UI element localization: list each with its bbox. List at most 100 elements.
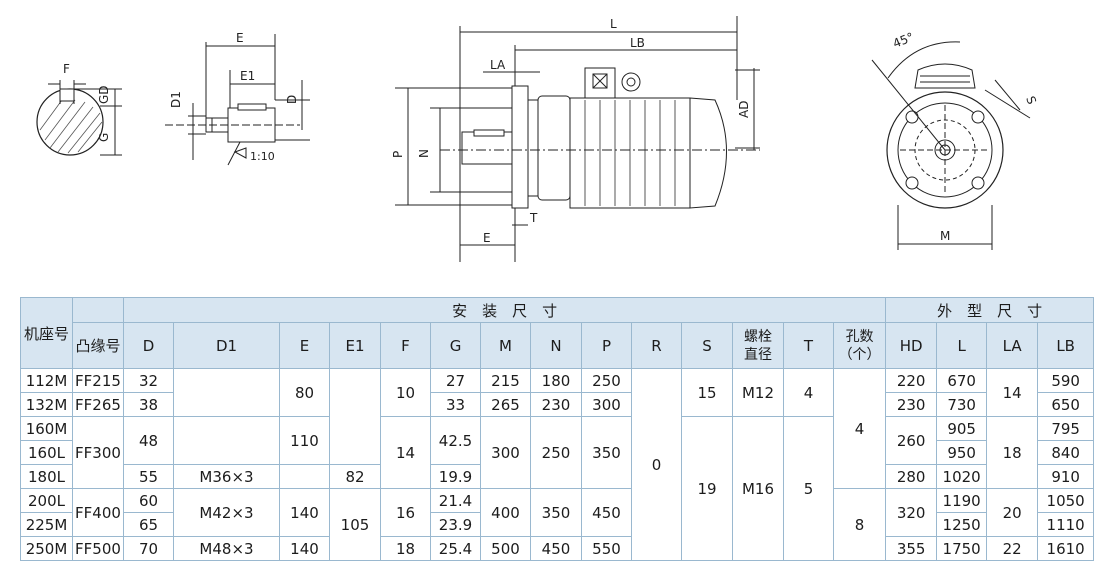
th-R: R [631, 322, 682, 369]
label-F: F [63, 62, 70, 76]
header-row-groups: 机座号 安 装 尺 寸 外 型 尺 寸 [20, 297, 1095, 369]
cell-flange: FF265 [72, 392, 124, 417]
cell-LB: 590 [1037, 368, 1095, 393]
label-E1: E1 [240, 69, 255, 83]
cell-bolt: M12 [732, 368, 784, 417]
th-holes: 孔数（个） [832, 322, 887, 369]
cell-D: 65 [123, 512, 174, 537]
label-D: D [285, 95, 299, 104]
cell-N: 180 [530, 368, 582, 393]
cell-E: 140 [279, 536, 330, 561]
cell-S: 15 [681, 368, 733, 417]
cell-P: 300 [581, 392, 632, 417]
cell-D: 60 [123, 488, 174, 513]
cell-N: 450 [530, 536, 582, 561]
th-E1: E1 [329, 322, 381, 369]
cell-frame: 132M [20, 392, 73, 417]
cell-L: 1020 [936, 464, 988, 489]
cell-HD: 355 [885, 536, 938, 561]
th-blank [72, 297, 124, 323]
label-P: P [391, 151, 405, 158]
motor-side-view-drawing: L LB LA AD P N [391, 16, 760, 262]
table-row: 180L 55 M36×3 82 19.9 280 1020 910 [20, 464, 1095, 489]
cell-D1-empty [173, 416, 280, 465]
cell-holes: 4 [832, 368, 887, 489]
cell-N: 250 [530, 416, 582, 489]
cell-R: 0 [631, 368, 682, 561]
label-taper: 1:10 [250, 150, 275, 163]
table-row: 132M FF265 38 33 265 230 300 230 730 650 [20, 392, 1095, 417]
cell-D: 48 [123, 416, 174, 465]
label-AD: AD [737, 101, 751, 118]
cell-HD: 260 [885, 416, 938, 465]
cell-N: 350 [530, 488, 582, 537]
cell-LB: 1110 [1037, 512, 1095, 537]
cell-L: 905 [936, 416, 988, 441]
cell-M: 300 [480, 416, 531, 489]
cell-S: 19 [681, 416, 733, 561]
cell-M: 400 [480, 488, 531, 537]
cell-L: 670 [936, 368, 988, 393]
th-bolt-line2: 直径 [744, 346, 772, 363]
cell-LB: 840 [1037, 440, 1095, 465]
cell-flange: FF300 [72, 416, 124, 489]
cell-E-empty [279, 464, 330, 489]
label-GD: GD [97, 85, 111, 104]
cell-LA: 20 [986, 488, 1039, 537]
label-T: T [529, 211, 538, 225]
label-G: G [97, 133, 111, 142]
th-LB: LB [1037, 322, 1095, 369]
table-row: 225M 65 23.9 1250 1110 [20, 512, 1095, 537]
cell-flange: FF215 [72, 368, 124, 393]
cell-HD: 280 [885, 464, 938, 489]
cell-G: 42.5 [430, 416, 481, 465]
th-M: M [480, 322, 531, 369]
cell-E1: 82 [329, 464, 381, 489]
keyway-section-drawing: F GD G [36, 62, 122, 156]
th-D1: D1 [173, 322, 280, 369]
label-N: N [417, 149, 431, 158]
cell-bolt: M16 [732, 416, 784, 561]
cell-D1-empty [173, 368, 280, 417]
cell-HD: 220 [885, 368, 938, 393]
cell-frame: 200L [20, 488, 73, 513]
cell-frame: 112M [20, 368, 73, 393]
cell-P: 250 [581, 368, 632, 393]
cell-L: 730 [936, 392, 988, 417]
th-F: F [380, 322, 431, 369]
cell-E: 110 [279, 416, 330, 465]
label-L: L [610, 17, 617, 31]
th-frame: 机座号 [20, 297, 73, 369]
cell-D: 55 [123, 464, 174, 489]
cell-T: 5 [783, 416, 834, 561]
th-N: N [530, 322, 582, 369]
th-E: E [279, 322, 330, 369]
motor-end-view-drawing: 45° S M [871, 30, 1039, 250]
th-LA: LA [986, 322, 1039, 369]
cell-LA: 14 [986, 368, 1039, 417]
cell-LA: 18 [986, 416, 1039, 489]
cell-LA: 22 [986, 536, 1039, 561]
cell-G: 23.9 [430, 512, 481, 537]
th-L: L [936, 322, 988, 369]
cell-LB: 795 [1037, 416, 1095, 441]
cell-HD: 230 [885, 392, 938, 417]
cell-D1: M42×3 [173, 488, 280, 537]
cell-M: 215 [480, 368, 531, 393]
dimension-drawings: F GD G E E1 D1 D 1:10 L [36, 16, 1039, 262]
cell-holes: 8 [832, 488, 887, 561]
cell-frame: 160M [20, 416, 73, 441]
label-LB: LB [630, 36, 645, 50]
cell-LB: 1050 [1037, 488, 1095, 513]
th-group-install: 安 装 尺 寸 [122, 297, 887, 323]
cell-frame: 225M [20, 512, 73, 537]
th-bolt: 螺栓直径 [732, 322, 784, 369]
table-row: 160L 950 840 [20, 440, 1095, 465]
th-group-outline: 外 型 尺 寸 [885, 297, 1095, 323]
cell-P: 350 [581, 416, 632, 489]
label-E-side: E [483, 231, 491, 245]
th-flange: 凸缘号 [72, 322, 124, 369]
cell-LB: 650 [1037, 392, 1095, 417]
cell-P: 450 [581, 488, 632, 537]
cell-G: 27 [430, 368, 481, 393]
